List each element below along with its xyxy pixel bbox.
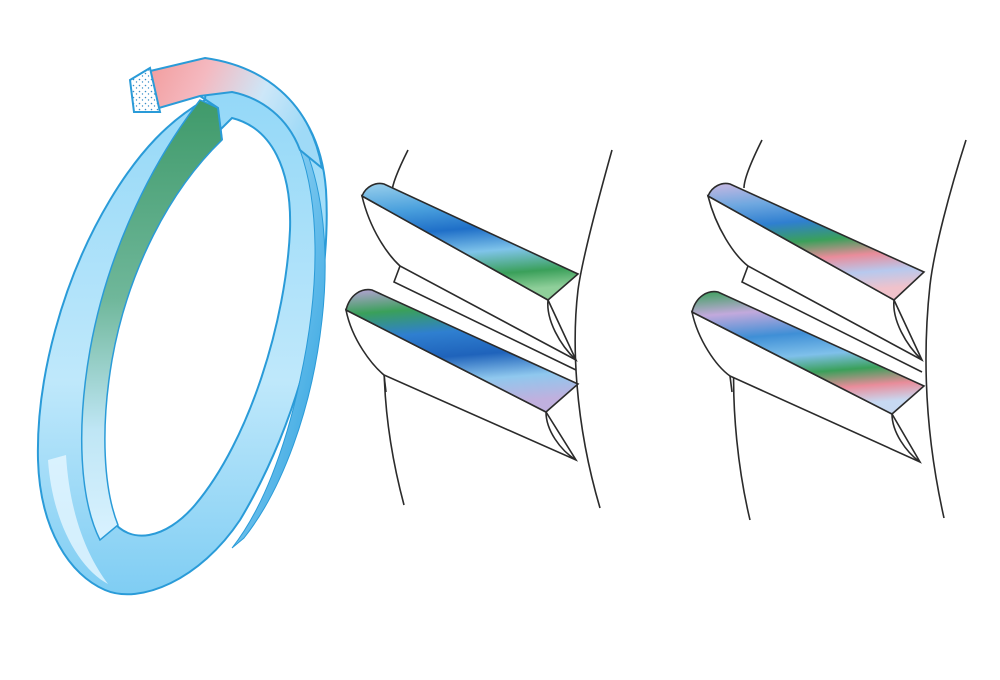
tooth-upper-top [706, 182, 926, 301]
tooth-lower-tip-line [891, 413, 921, 463]
gear-body-left-edge [391, 149, 409, 193]
gear-body-left-edge [743, 139, 763, 189]
teeth-panel-left [344, 149, 613, 509]
tooth-lower-flank [344, 308, 579, 462]
tooth-upper-flank [706, 194, 924, 362]
tooth-upper-tip-line [547, 299, 577, 361]
ring-cross-section [128, 66, 162, 113]
tooth-lower-flank [690, 310, 922, 464]
ring-edge-right [231, 149, 326, 549]
tooth-lower-root [383, 374, 387, 393]
tooth-lower-top [345, 288, 580, 413]
ring-inner-wall [80, 99, 223, 542]
teeth-panel-right [690, 139, 967, 521]
tooth-lower-tip-line [545, 411, 577, 461]
tooth-gap-root [392, 265, 577, 371]
ring-tapered-section [144, 56, 324, 171]
tooth-lower-root [729, 375, 733, 393]
gear-body-right-edge [574, 149, 613, 509]
ring-lower-highlight [48, 455, 108, 584]
gear-body-right-edge [925, 139, 967, 519]
tooth-upper-tip-line [893, 299, 923, 361]
ring-split-line [199, 95, 223, 141]
tooth-gap-root [740, 265, 923, 373]
tooth-upper-top [360, 182, 580, 301]
split-ring [36, 56, 328, 596]
tooth-upper-flank [360, 194, 578, 362]
tooth-lower-top [691, 290, 926, 415]
